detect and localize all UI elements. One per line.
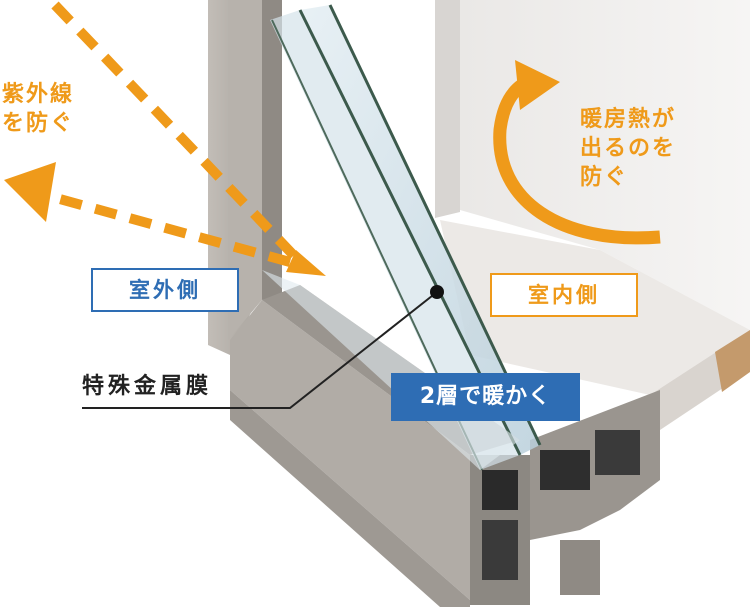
uv-arrow-out (43, 190, 292, 267)
frame-bottom (230, 300, 470, 600)
frame-profile-7 (560, 540, 600, 595)
frame-bottom-face (230, 390, 470, 607)
uv-block-label: 紫外線 を防ぐ (2, 82, 75, 136)
glass-edge-2 (328, 4, 542, 446)
uv-arrow-in (51, 1, 304, 266)
metal-film-pointer-line (82, 291, 438, 409)
uv-arrow-in-head (286, 250, 326, 276)
inner-wall (435, 0, 750, 330)
inside-label: 室内側 (490, 273, 638, 317)
metal-film-pointer-dot (430, 285, 444, 299)
frame-profile-6 (595, 430, 640, 475)
heat-curve-arrow-head (515, 60, 560, 110)
double-layer-label: 2層で暖かく (391, 373, 580, 421)
heat-curve-arrow (493, 79, 661, 245)
window-sill-wood (715, 330, 750, 392)
uv-arrow-out-head (4, 162, 56, 222)
glass-pane-inner (300, 5, 540, 455)
glass-pane-outer (270, 10, 520, 470)
frame-profile-2 (482, 470, 518, 510)
heat-keep-label: 暖房熱が 出るのを 防ぐ (580, 107, 677, 190)
outside-label: 室外側 (91, 268, 239, 312)
frame-profile-5 (540, 450, 590, 490)
special-metal-film-label: 特殊金属膜 (82, 374, 213, 399)
wall-edge (435, 0, 460, 218)
frame-profile-3 (482, 520, 518, 580)
